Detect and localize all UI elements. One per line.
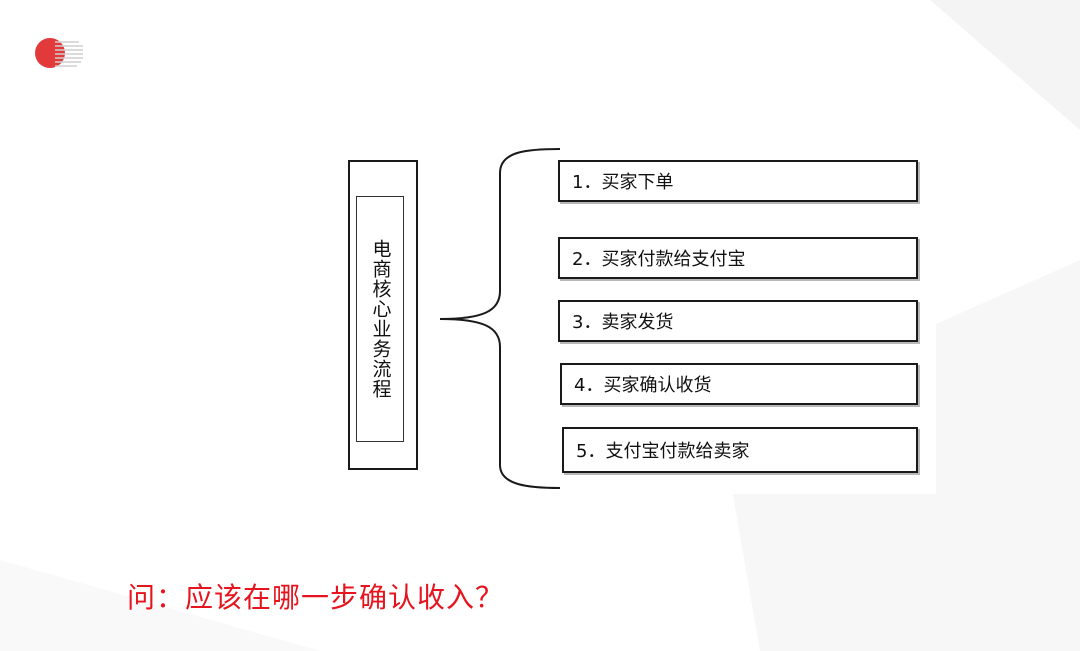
- step-2-box: 2．买家付款给支付宝: [558, 237, 918, 279]
- curly-brace: [439, 148, 561, 489]
- step-4-box: 4．买家确认收货: [560, 363, 918, 405]
- main-process-outer-box: [348, 160, 418, 470]
- main-process-label: 电商核心业务流程: [369, 239, 392, 399]
- main-process-inner-box: 电商核心业务流程: [356, 196, 404, 442]
- step-3-box: 3．卖家发货: [558, 300, 918, 342]
- step-1-box: 1．买家下单: [558, 160, 918, 202]
- logo-icon: [35, 38, 83, 68]
- step-3-label: 3．卖家发货: [572, 312, 674, 333]
- step-4-label: 4．买家确认收货: [574, 375, 712, 396]
- step-5-label: 5．支付宝付款给卖家: [576, 441, 750, 462]
- question-text: 问：应该在哪一步确认收入？: [127, 581, 505, 614]
- step-2-label: 2．买家付款给支付宝: [572, 249, 746, 270]
- step-1-label: 1．买家下单: [572, 172, 674, 193]
- step-5-box: 5．支付宝付款给卖家: [562, 427, 918, 473]
- business-process-diagram: 电商核心业务流程 1．买家下单 2．买家付款给支付宝 3．卖家发货 4．买家确认…: [318, 141, 936, 494]
